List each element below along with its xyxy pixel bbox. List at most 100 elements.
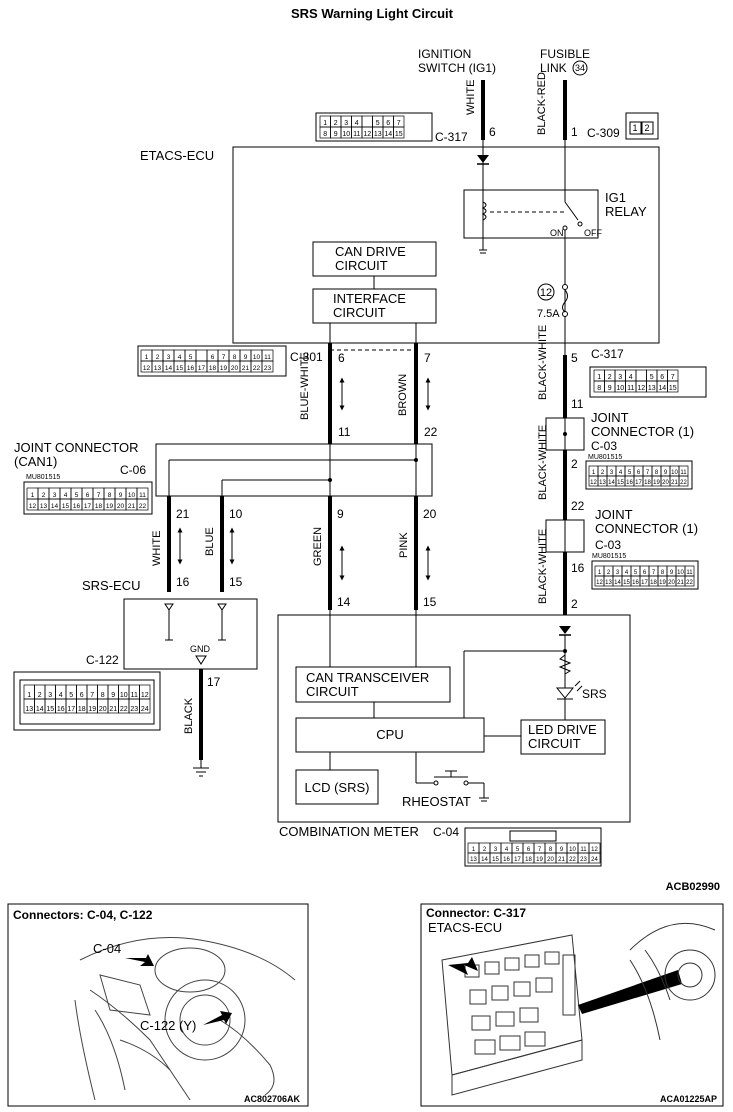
- ignition-switch-label: IGNITION: [418, 47, 471, 61]
- connector-pin-number: 9: [244, 354, 248, 361]
- connector-pin-cell: [667, 380, 679, 393]
- pin-16-jc: 16: [571, 561, 585, 575]
- connector-pin-number: 12: [141, 692, 149, 699]
- connector-pin-number: 4: [629, 374, 633, 381]
- connector-pin-number: 4: [178, 354, 182, 361]
- connector-pin-number: 1: [598, 570, 602, 576]
- connector-pin-number: 19: [88, 706, 96, 713]
- connector-pin-number: 7: [90, 692, 94, 699]
- connector-pin-number: 10: [120, 692, 128, 699]
- connector-c122-label: C-122: [86, 653, 119, 667]
- connector-pin-number: 13: [470, 857, 477, 863]
- can-drive-label-2: CIRCUIT: [335, 258, 388, 273]
- connector-pin-number: 3: [53, 492, 57, 499]
- ignition-switch-label-2: SWITCH (IG1): [418, 61, 496, 75]
- pin-21: 21: [176, 507, 190, 521]
- connector-pin-number: 17: [514, 857, 521, 863]
- pin-9: 9: [337, 507, 344, 521]
- connector-pin-number: 10: [569, 847, 576, 853]
- mu-code-c06: MU801515: [26, 474, 60, 481]
- connector-pin-number: 14: [481, 857, 488, 863]
- inset-right: Connector: C-317 ETACS-ECU ACA01225AP: [420, 903, 724, 1107]
- jc1a-label-2: CONNECTOR (1): [591, 424, 694, 439]
- connector-pin-number: 2: [607, 570, 611, 576]
- connector-pin-number: 9: [664, 470, 668, 476]
- wire-label-black-red: BLACK-RED: [536, 72, 548, 135]
- connector-pin-number: 10: [342, 131, 350, 138]
- connector-pin-number: 21: [128, 503, 136, 510]
- connector-pin-number: 14: [51, 503, 59, 510]
- connector-pin-number: 11: [139, 492, 146, 499]
- connector-pin-number: 23: [130, 706, 138, 713]
- connector-pin-number: 8: [549, 847, 553, 853]
- connector-pin-number: 3: [618, 374, 622, 381]
- connector-pin-number: 22: [139, 503, 147, 510]
- connector-pin-number: 16: [503, 857, 510, 863]
- connector-pin-number: 5: [628, 470, 632, 476]
- connector-pin-number: 8: [108, 492, 112, 499]
- connector-pin-number: 8: [101, 692, 105, 699]
- connector-pin-number: 2: [156, 354, 160, 361]
- connector-pin-number: 7: [538, 847, 542, 853]
- connector-pin-number: 3: [48, 692, 52, 699]
- connector-pin-number: 22: [686, 580, 693, 586]
- connector-pin-number: 6: [80, 692, 84, 699]
- connector-pin-number: 13: [599, 480, 606, 486]
- connector-pin-cell: [195, 349, 208, 362]
- connector-pin-number: 19: [106, 503, 114, 510]
- pin-6-top: 6: [489, 125, 496, 139]
- connector-pin-number: 18: [209, 365, 217, 372]
- connector-pin-number: 18: [95, 503, 103, 510]
- connector-pin-number: 5: [516, 847, 520, 853]
- connector-pin-number: 14: [658, 385, 666, 392]
- connector-pin-number: 15: [62, 503, 70, 510]
- wire-label-pink: PINK: [398, 532, 410, 558]
- connector-pin-number: 1: [597, 374, 601, 381]
- fusible-link-label-2: LINK: [540, 61, 567, 75]
- connector-pin-number: 2: [483, 847, 487, 853]
- wire-label-green: GREEN: [312, 527, 324, 566]
- pin-7-c301: 7: [424, 351, 431, 365]
- svg-text:ETACS-ECU: ETACS-ECU: [428, 920, 502, 935]
- pin-1-top: 1: [571, 125, 578, 139]
- connector-pin-number: 1: [592, 470, 596, 476]
- connector-pin-number: 21: [558, 857, 565, 863]
- connector-pin-number: 7: [646, 470, 650, 476]
- connector-pin-number: 20: [99, 706, 107, 713]
- relay-on-label: ON: [550, 228, 564, 238]
- connector-pin-number: 15: [617, 480, 624, 486]
- pin-14-meter: 14: [337, 595, 351, 609]
- diode-meter: [559, 626, 571, 634]
- connector-pin-number: 14: [384, 131, 392, 138]
- wire-label-black-white-1: BLACK-WHITE: [537, 325, 549, 400]
- svg-text:1: 1: [632, 123, 637, 133]
- connector-pin-cell: [139, 698, 151, 714]
- connector-pin-number: 24: [141, 706, 149, 713]
- connector-pin-cell: [393, 126, 405, 139]
- connector-pin-number: 9: [334, 131, 338, 138]
- connector-pin-number: 4: [505, 847, 509, 853]
- connector-pin-number: 6: [660, 374, 664, 381]
- lcd-srs-label: LCD (SRS): [304, 780, 369, 795]
- svg-text:2: 2: [644, 123, 649, 133]
- pin-17: 17: [207, 675, 221, 689]
- ig1-relay-label-2: RELAY: [605, 204, 647, 219]
- mu-code-jc1a: MU801515: [588, 454, 622, 461]
- connector-pin-number: 4: [355, 120, 359, 127]
- connector-pin-number: 11: [264, 354, 271, 361]
- connector-pin-number: 11: [686, 570, 693, 576]
- connector-pin-number: 3: [344, 120, 348, 127]
- connector-pin-number: 13: [154, 365, 162, 372]
- connector-pin-number: 8: [661, 570, 665, 576]
- fuse-number-circle: [537, 283, 555, 301]
- connector-pin-number: 5: [376, 120, 380, 127]
- connector-pin-number: 10: [616, 385, 624, 392]
- pin-2-jc: 2: [571, 457, 578, 471]
- connector-pin-number: 19: [659, 580, 666, 586]
- jc1b-label-3: C-03: [595, 538, 621, 552]
- pin-2-meter: 2: [571, 597, 578, 611]
